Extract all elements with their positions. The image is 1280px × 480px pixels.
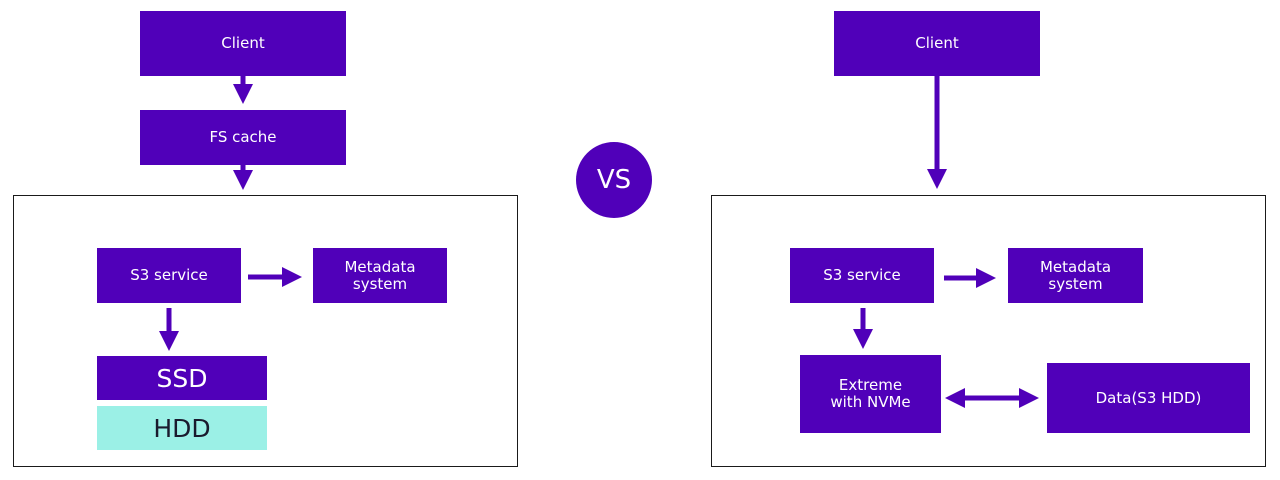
right-metadata-label: Metadata system: [1039, 257, 1112, 293]
left-storage-frame: [13, 195, 518, 467]
right-metadata-box: Metadata system: [1008, 248, 1143, 303]
vs-label: VS: [596, 165, 632, 195]
left-s3-service-box: S3 service: [97, 248, 241, 303]
left-client-label: Client: [221, 34, 265, 52]
right-storage-frame: [711, 195, 1266, 467]
left-fs-cache-label: FS cache: [209, 128, 277, 146]
right-s3-service-box: S3 service: [790, 248, 934, 303]
left-hdd-box: HDD: [97, 406, 267, 450]
right-extreme-box: Extreme with NVMe: [800, 355, 941, 433]
right-s3-service-label: S3 service: [823, 266, 901, 284]
left-s3-service-label: S3 service: [130, 266, 208, 284]
left-metadata-box: Metadata system: [313, 248, 447, 303]
left-client-box: Client: [140, 11, 346, 76]
left-ssd-box: SSD: [97, 356, 267, 400]
right-extreme-label: Extreme with NVMe: [830, 376, 911, 411]
left-hdd-label: HDD: [153, 413, 211, 443]
left-fs-cache-box: FS cache: [140, 110, 346, 165]
right-client-label: Client: [915, 34, 959, 52]
vs-badge: VS: [576, 142, 652, 218]
left-ssd-label: SSD: [156, 363, 208, 393]
right-data-label: Data(S3 HDD): [1095, 388, 1202, 407]
right-client-box: Client: [834, 11, 1040, 76]
left-metadata-label: Metadata system: [344, 257, 416, 293]
right-data-box: Data(S3 HDD): [1047, 363, 1250, 433]
